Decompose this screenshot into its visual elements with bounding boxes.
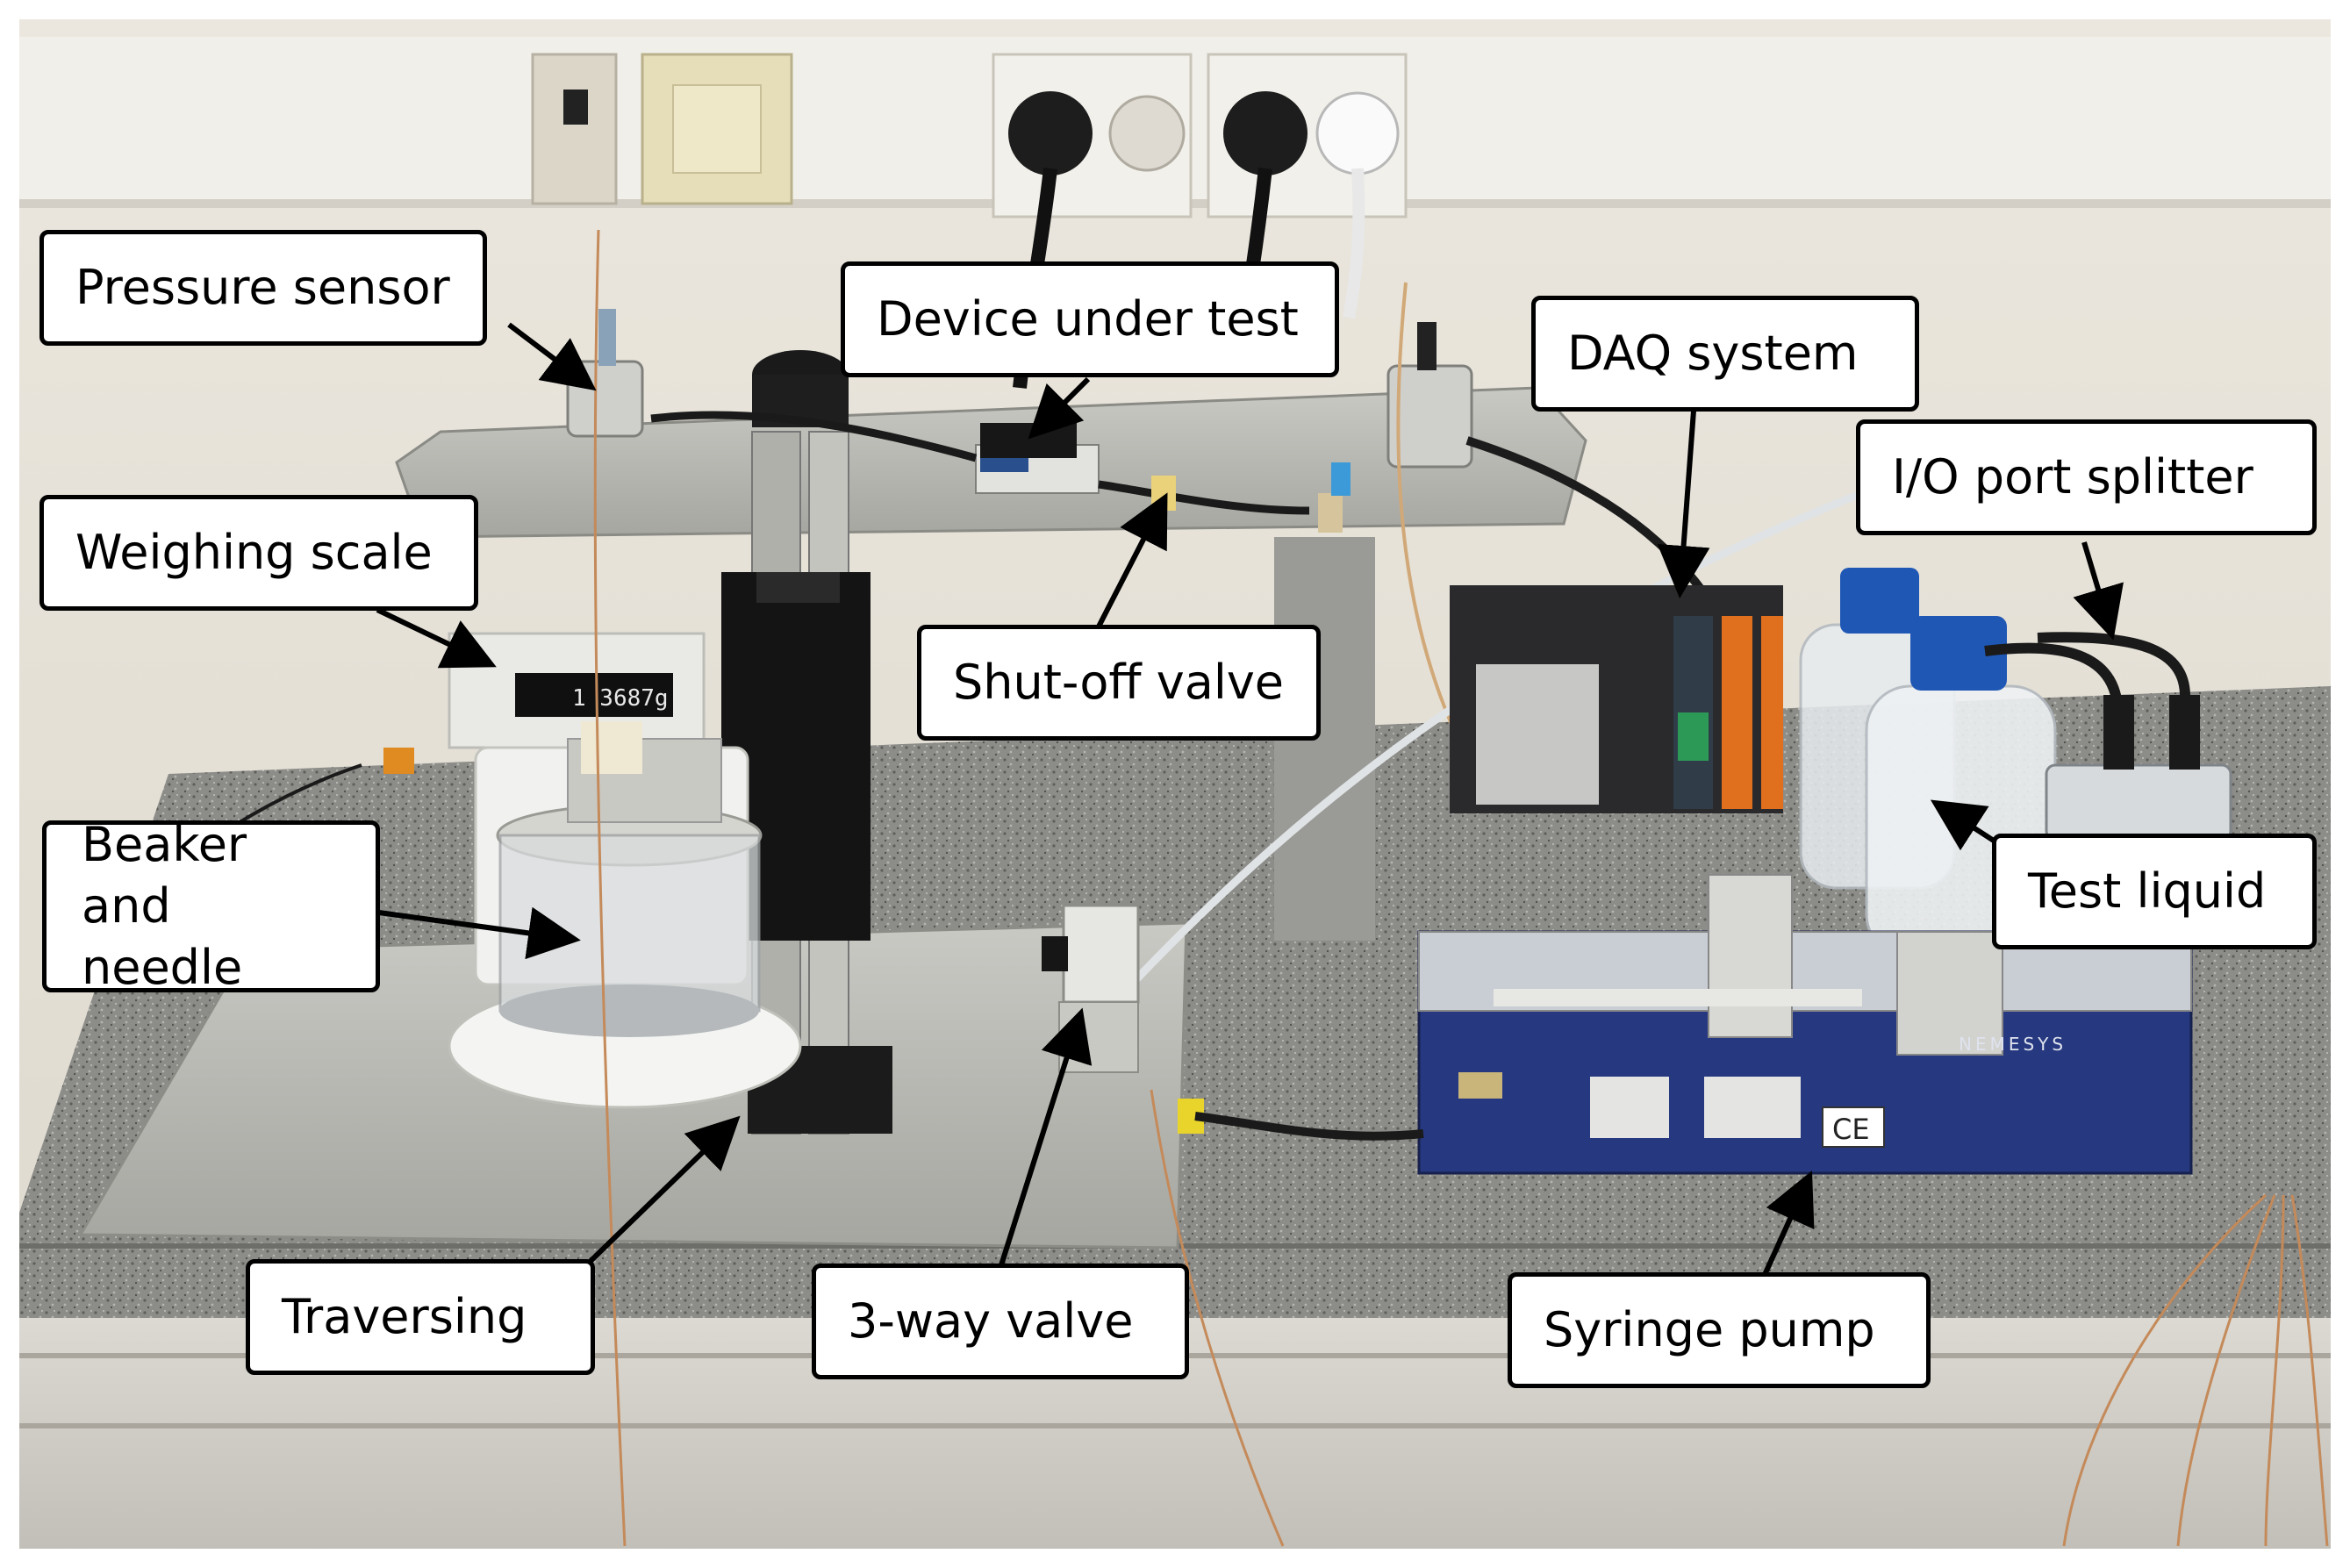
label-beaker-needle-line2: needle xyxy=(82,940,243,995)
label-daq-system-text: DAQ system xyxy=(1567,326,1859,381)
scale-display: 1 3687g xyxy=(572,685,669,712)
label-device-under-test-text: Device under test xyxy=(877,291,1299,347)
pump-ce-badge: CE xyxy=(1832,1113,1870,1146)
network-socket xyxy=(531,53,618,205)
label-syringe-pump: Syringe pump xyxy=(1508,1272,1931,1388)
label-traversing-text: Traversing xyxy=(282,1289,527,1344)
label-io-port-splitter-text: I/O port splitter xyxy=(1892,449,2253,505)
io-port-splitter xyxy=(2045,763,2232,841)
label-device-under-test: Device under test xyxy=(841,261,1339,377)
label-three-way-valve-text: 3-way valve xyxy=(848,1293,1134,1349)
label-three-way-valve: 3-way valve xyxy=(812,1264,1189,1379)
pressure-sensor-left xyxy=(566,360,644,438)
label-weighing-scale-text: Weighing scale xyxy=(75,525,433,580)
label-test-liquid-text: Test liquid xyxy=(2028,863,2267,919)
label-shut-off-valve-text: Shut-off valve xyxy=(953,655,1285,710)
label-pressure-sensor-text: Pressure sensor xyxy=(75,260,450,315)
label-weighing-scale: Weighing scale xyxy=(39,495,478,611)
label-io-port-splitter: I/O port splitter xyxy=(1856,419,2317,535)
three-way-valve xyxy=(1062,904,1140,1004)
beaker xyxy=(498,834,761,1013)
label-test-liquid: Test liquid xyxy=(1992,834,2317,949)
label-beaker-needle: Beaker and needle xyxy=(42,817,380,995)
label-daq-system: DAQ system xyxy=(1531,296,1919,412)
label-shut-off-valve: Shut-off valve xyxy=(917,625,1321,741)
label-beaker-needle-line1: Beaker and xyxy=(82,817,247,934)
label-pressure-sensor: Pressure sensor xyxy=(39,230,487,346)
pump-brand: NEMESYS xyxy=(1959,1034,2067,1055)
label-traversing: Traversing xyxy=(246,1259,595,1375)
label-syringe-pump-text: Syringe pump xyxy=(1544,1302,1875,1357)
